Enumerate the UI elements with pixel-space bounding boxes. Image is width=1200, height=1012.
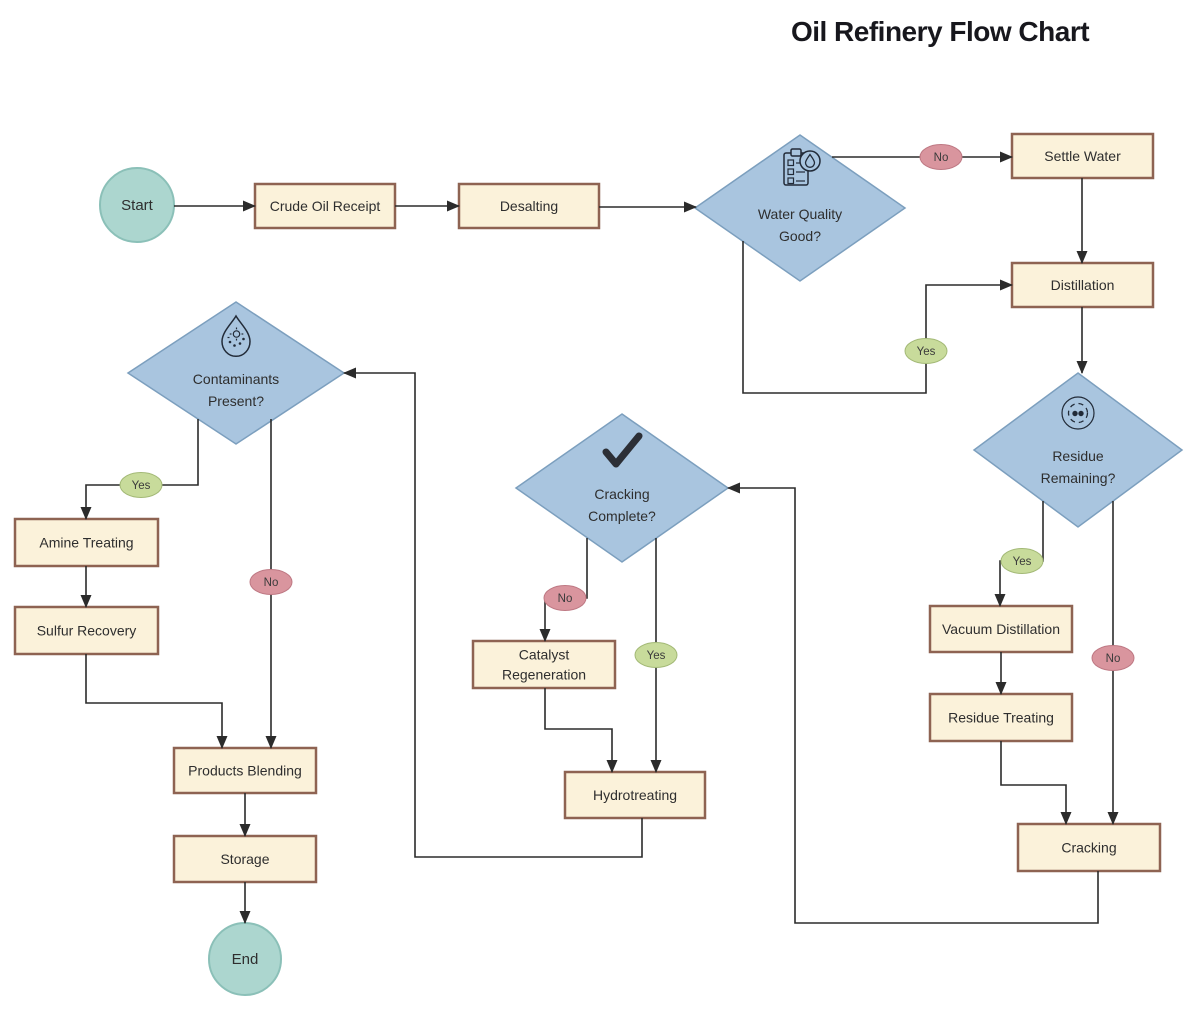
node-distillation[interactable]: Distillation	[1010, 261, 1155, 309]
no-pill	[919, 144, 963, 170]
edge-cracking-to-crackingcomplete	[727, 482, 1099, 924]
no-pill-label: No	[558, 593, 573, 605]
yes-pill-label: Yes	[647, 650, 666, 662]
sulfur-recovery-label: Sulfur Recovery	[37, 623, 137, 639]
contaminant-drop-icon	[221, 314, 251, 357]
node-residue-treating[interactable]: Residue Treating	[928, 692, 1074, 743]
contaminants-present-label: Present?	[208, 393, 264, 409]
edge-label-no-contaminants-no-blending: No	[249, 569, 293, 595]
amine-treating-label: Amine Treating	[39, 535, 133, 551]
no-pill-label: No	[264, 577, 279, 589]
desalting-label: Desalting	[500, 198, 558, 214]
settle-water-label: Settle Water	[1044, 148, 1121, 164]
edge-label-yes-residue-yes-vacuum: Yes	[1000, 548, 1044, 574]
water-quality-good-shape	[693, 134, 907, 282]
yes-pill	[904, 338, 948, 364]
no-pill	[249, 569, 293, 595]
start-shape	[99, 167, 175, 243]
node-desalting[interactable]: Desalting	[457, 182, 601, 230]
edge-sulfur-to-blending	[85, 654, 228, 749]
no-pill-label: No	[934, 152, 949, 164]
node-vacuum-distillation[interactable]: Vacuum Distillation	[928, 604, 1074, 654]
edge-label-no-residue-no-cracking: No	[1091, 645, 1135, 671]
node-sulfur-recovery[interactable]: Sulfur Recovery	[13, 605, 160, 656]
vacuum-distillation-label: Vacuum Distillation	[942, 621, 1060, 637]
residue-remaining-label: Residue	[1052, 448, 1104, 464]
cracking-shape	[1016, 822, 1162, 873]
node-cracking[interactable]: Cracking	[1016, 822, 1162, 873]
products-blending-label: Products Blending	[188, 763, 302, 779]
node-start[interactable]: Start	[99, 167, 175, 243]
node-storage[interactable]: Storage	[172, 834, 318, 884]
node-products-blending[interactable]: Products Blending	[172, 746, 318, 795]
catalyst-regeneration-label: Catalyst	[519, 647, 570, 663]
edge-label-yes-contaminants-yes-amine: Yes	[119, 472, 163, 498]
contaminants-present-label: Contaminants	[193, 371, 279, 387]
residue-particles-icon	[1061, 396, 1095, 430]
yes-pill-label: Yes	[132, 480, 151, 492]
edge-contaminants-yes-amine	[80, 419, 199, 520]
no-pill	[1091, 645, 1135, 671]
storage-label: Storage	[220, 851, 269, 867]
distillation-label: Distillation	[1051, 277, 1115, 293]
edge-hydrotreating-to-contaminants	[343, 367, 643, 858]
cracking-label: Cracking	[1061, 840, 1116, 856]
start-label: Start	[121, 197, 154, 214]
edge-label-yes-waterquality-yes-distillation: Yes	[904, 338, 948, 364]
water-quality-good-label: Good?	[779, 228, 821, 244]
edge-label-no-crackingcomplete-no-catalyst: No	[543, 585, 587, 611]
residue-treating-label: Residue Treating	[948, 710, 1054, 726]
hydrotreating-label: Hydrotreating	[593, 787, 677, 803]
edge-label-no-waterquality-no-settlewater: No	[919, 144, 963, 170]
water-quality-good-label: Water Quality	[758, 206, 842, 222]
yes-pill	[119, 472, 163, 498]
yes-pill	[634, 642, 678, 668]
edge-catalyst-to-hydrotreating	[544, 688, 618, 773]
vacuum-distillation-shape	[928, 604, 1074, 654]
edge-label-yes-crackingcomplete-yes-hydrotreating: Yes	[634, 642, 678, 668]
checkmark-icon	[602, 432, 643, 468]
yes-pill	[1000, 548, 1044, 574]
end-label: End	[232, 951, 259, 968]
yes-pill-label: Yes	[917, 346, 936, 358]
cracking-complete-label: Cracking	[594, 486, 649, 502]
crude-oil-receipt-label: Crude Oil Receipt	[270, 198, 381, 214]
cracking-complete-label: Complete?	[588, 508, 656, 524]
hydrotreating-shape	[563, 770, 707, 820]
node-crude-oil-receipt[interactable]: Crude Oil Receipt	[253, 182, 397, 230]
checklist-water-drop-icon	[783, 148, 821, 186]
residue-remaining-label: Remaining?	[1041, 470, 1116, 486]
amine-treating-shape	[13, 517, 160, 568]
yes-pill-label: Yes	[1013, 556, 1032, 568]
no-pill-label: No	[1106, 653, 1121, 665]
page-title: Oil Refinery Flow Chart	[790, 16, 1090, 47]
catalyst-regeneration-shape	[471, 639, 617, 690]
node-amine-treating[interactable]: Amine Treating	[13, 517, 160, 568]
edge-waterquality-yes-distillation	[742, 241, 1013, 394]
node-settle-water[interactable]: Settle Water	[1010, 132, 1155, 180]
contaminants-present-shape	[126, 301, 346, 445]
cracking-complete-shape	[514, 413, 730, 563]
catalyst-regeneration-label: Regeneration	[502, 667, 586, 683]
no-pill	[543, 585, 587, 611]
edge-residuetreating-to-cracking	[1000, 741, 1072, 825]
node-end[interactable]: End	[208, 922, 282, 996]
products-blending-shape	[172, 746, 318, 795]
settle-water-shape	[1010, 132, 1155, 180]
crude-oil-receipt-shape	[253, 182, 397, 230]
node-hydrotreating[interactable]: Hydrotreating	[563, 770, 707, 820]
residue-remaining-shape	[972, 372, 1184, 528]
